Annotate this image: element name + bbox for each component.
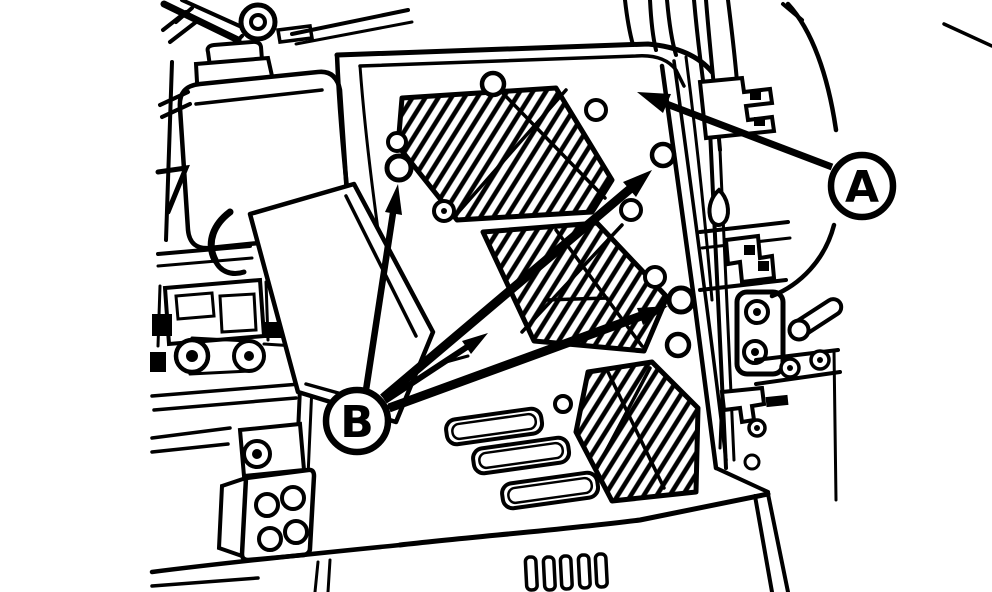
bottom-slot — [576, 553, 592, 590]
teardrop-hole — [707, 187, 730, 227]
bottom-edge-slots — [523, 552, 609, 592]
screw-hole — [584, 98, 608, 122]
screw-hole — [384, 153, 414, 183]
block-hole — [254, 492, 280, 518]
mid-bracket — [698, 220, 792, 292]
screw-holes — [384, 70, 696, 414]
callout-arrows — [362, 92, 834, 413]
screw-hole — [386, 131, 408, 153]
hinge-plate — [734, 289, 786, 377]
callout-a-arrow — [637, 92, 834, 171]
block-hole — [283, 519, 309, 545]
block-hole — [257, 526, 283, 552]
callout-b-circle — [322, 386, 392, 456]
screw-hole — [479, 70, 507, 98]
louver-slots — [444, 406, 601, 511]
grille-cross-braces — [453, 78, 666, 490]
pivot-bracket — [160, 0, 315, 54]
block-hole — [280, 485, 306, 511]
frame-post — [623, 0, 992, 592]
bottom-slot — [523, 555, 539, 592]
screw-hole — [553, 394, 573, 414]
callout-a-circle — [827, 151, 897, 221]
screw-hole — [664, 331, 692, 359]
rod-handle — [787, 297, 844, 342]
four-hole-block — [216, 384, 332, 592]
bottom-slot — [558, 554, 574, 591]
bottom-slot — [541, 555, 557, 592]
callout-b-label: B — [340, 397, 374, 448]
callout-b: B — [322, 386, 392, 456]
bottom-slot — [593, 552, 609, 589]
screw-hole — [643, 265, 667, 289]
callout-b-arrows — [362, 170, 668, 413]
fender-arc — [769, 1, 839, 299]
screw-hole — [619, 198, 643, 222]
hinge-base — [754, 348, 842, 502]
access-panel — [247, 41, 771, 592]
screw-hole — [666, 285, 696, 315]
callout-a: A — [827, 151, 897, 221]
screw-hole — [649, 141, 677, 169]
latch-assembly — [718, 385, 789, 471]
callout-a-label: A — [845, 162, 879, 213]
